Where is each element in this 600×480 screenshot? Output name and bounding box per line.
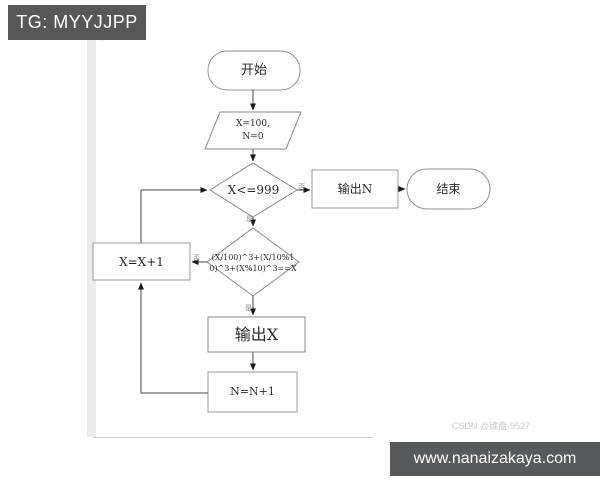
range-decision-diamond-shape bbox=[209, 162, 298, 218]
inc-n-rect-shape bbox=[207, 371, 298, 413]
tg-badge: TG: MYYJJPP bbox=[8, 5, 146, 40]
arrow-inc-n-to-inc-x-loop bbox=[138, 282, 208, 394]
site-url-bar: www.nanaizakaya.com bbox=[390, 442, 600, 476]
content-bottom-divider bbox=[93, 437, 373, 438]
arrow-inc-x-to-range-loop bbox=[140, 187, 208, 243]
csdn-watermark: CSDN @键盘-9527 bbox=[451, 421, 530, 431]
scrollbar-track[interactable] bbox=[87, 40, 96, 437]
narcissist-decision-diamond-shape bbox=[206, 227, 300, 297]
init-parallelogram-shape bbox=[204, 111, 302, 150]
inc-x-rect-shape bbox=[92, 242, 191, 281]
end-terminator-shape bbox=[406, 168, 491, 210]
output-x-rect-shape bbox=[207, 316, 306, 353]
output-n-rect-shape bbox=[311, 169, 399, 209]
start-terminator-shape bbox=[207, 50, 301, 91]
